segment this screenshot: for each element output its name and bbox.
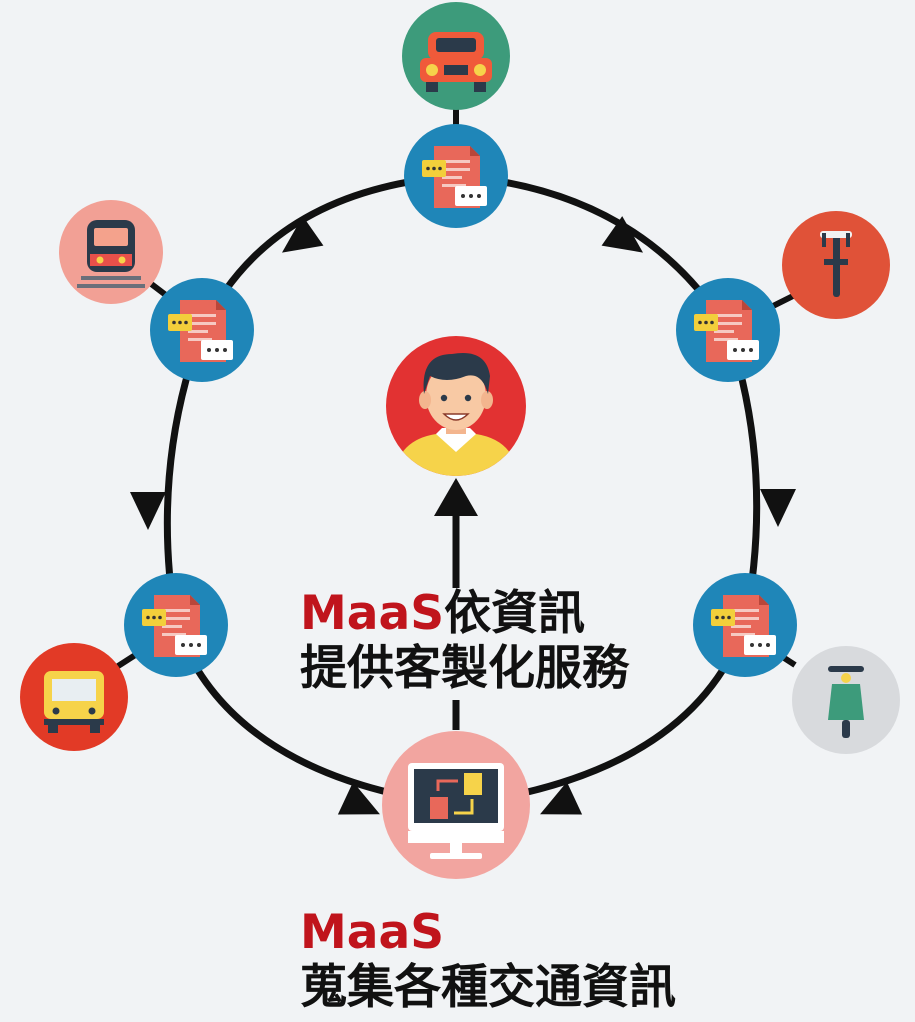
node-right [676, 278, 780, 382]
center-caption: MaaS依資訊 提供客製化服務 [300, 586, 629, 697]
node-left [150, 278, 254, 382]
bottom-caption-line2: 蒐集各種交通資訊 [300, 960, 676, 1016]
arrowhead-bottom-left [337, 781, 380, 815]
scooter-icon [792, 646, 900, 754]
center-caption-line1: MaaS依資訊 [300, 586, 629, 641]
train-icon [59, 200, 163, 304]
center-brand-text: MaaS [300, 586, 445, 641]
center-caption-line2: 提供客製化服務 [300, 641, 629, 697]
bus-icon [20, 643, 128, 751]
node-lower-right [693, 573, 797, 677]
node-lower-left [124, 573, 228, 677]
arrowhead-top-right [601, 216, 644, 253]
bottom-caption: MaaS 蒐集各種交通資訊 [300, 905, 676, 1016]
hub-to-user-arrowhead [434, 478, 478, 516]
arrowhead-right [760, 489, 796, 527]
center-caption-line1-rest: 依資訊 [444, 586, 586, 641]
arrowhead-bottom-right [540, 781, 583, 815]
arrowhead-left [130, 492, 166, 530]
bottom-brand-text: MaaS [300, 905, 445, 960]
arrowhead-top-left [281, 216, 324, 253]
car-icon [402, 2, 510, 110]
node-top [404, 124, 508, 228]
computer-monitor-icon [382, 731, 530, 879]
bicycle-icon [782, 211, 890, 319]
center-label-backdrop [300, 588, 675, 700]
ring-arrowheads [130, 216, 796, 815]
user-avatar-icon [386, 336, 526, 476]
